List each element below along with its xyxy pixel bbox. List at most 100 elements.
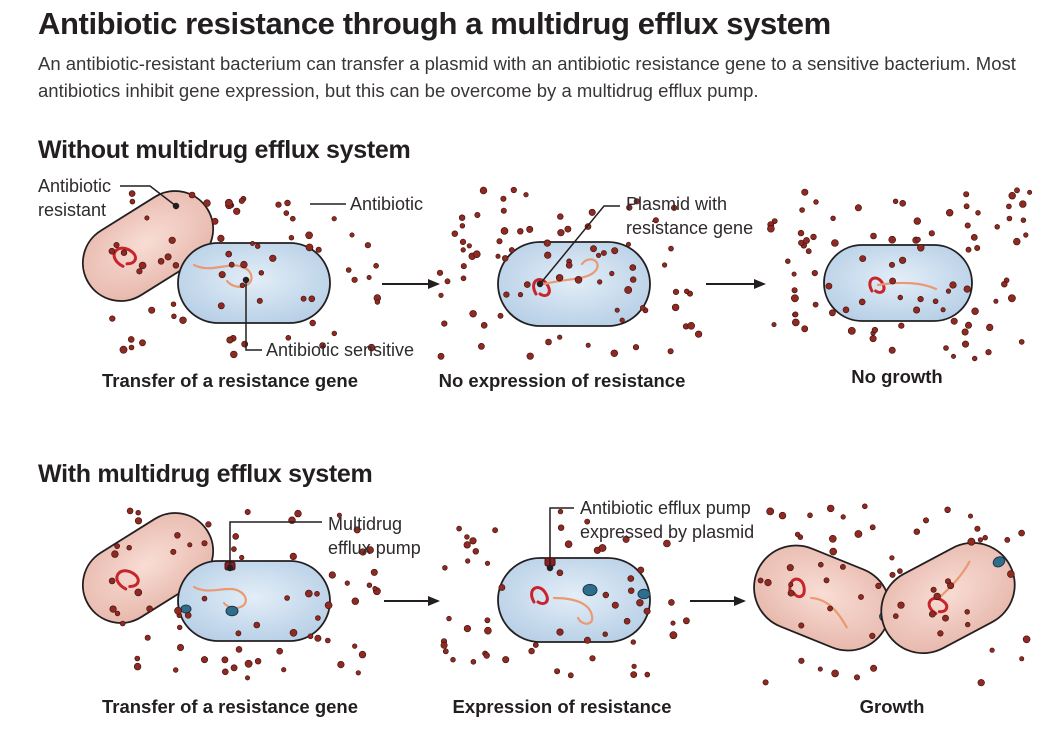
antibiotic-dot: [964, 222, 971, 229]
antibiotic-dot: [853, 674, 860, 681]
antibiotic-dot: [500, 195, 507, 202]
antibiotic-dot: [128, 344, 135, 351]
plasmid-row2-2: [530, 586, 549, 606]
antibiotic-dot: [351, 597, 359, 605]
antibiotic-dot: [557, 524, 565, 531]
antibiotic-dot: [355, 670, 361, 676]
antibiotic-dot: [794, 531, 801, 538]
sensitive-cell-row1-1: [177, 242, 331, 324]
resistant-cell-row1: [81, 190, 215, 302]
antibiotic-dot: [500, 207, 507, 214]
antibiotic-dot: [807, 512, 813, 519]
caption-row1-no-growth: No growth: [851, 366, 943, 387]
antibiotic-dot: [1008, 192, 1016, 200]
antibiotic-dot: [111, 550, 119, 558]
antibiotic-dot: [757, 577, 764, 584]
antibiotic-dot: [875, 582, 882, 590]
antibiotic-dot: [639, 304, 646, 311]
antibiotic-dot: [523, 281, 531, 288]
antibiotic-dot: [469, 310, 477, 318]
antibiotic-dot: [1004, 537, 1011, 543]
antibiotic-dot: [241, 340, 249, 348]
antibiotic-dot: [179, 316, 187, 324]
antibiotic-dot: [771, 218, 778, 224]
antibiotic-dot: [460, 247, 466, 253]
antibiotic-dot: [950, 353, 956, 359]
antibiotic-dot: [993, 298, 999, 304]
antibiotic-dot: [129, 198, 136, 205]
antibiotic-dot: [943, 345, 949, 351]
antibiotic-dot: [888, 346, 896, 354]
antibiotic-dot: [1006, 215, 1013, 222]
antibiotic-dot: [787, 589, 795, 597]
antibiotic-dot: [177, 624, 183, 631]
antibiotic-dot: [945, 288, 952, 294]
antibiotic-dot: [319, 342, 326, 349]
antibiotic-dot: [633, 198, 640, 205]
leader-efflux-pump-expressed: [549, 507, 574, 568]
antibiotic-dot: [374, 299, 381, 305]
antibiotic-dot: [813, 199, 819, 205]
antibiotic-dot: [496, 238, 503, 245]
antibiotic-dot: [288, 235, 295, 241]
antibiotic-dot: [565, 261, 573, 269]
antibiotic-dot: [831, 239, 839, 247]
antibiotic-dot: [672, 288, 680, 296]
antibiotic-dot: [205, 521, 212, 528]
antibiotic-dot: [842, 306, 850, 314]
antibiotic-dot: [871, 326, 879, 334]
antibiotic-dot: [766, 507, 775, 516]
leader-antibiotic-resistant: [120, 185, 177, 207]
antibiotic-dot: [359, 548, 367, 556]
antibiotic-dot: [994, 224, 1000, 230]
antibiotic-dot: [285, 334, 292, 341]
antibiotic-dot: [913, 306, 921, 314]
antibiotic-dot: [114, 610, 121, 617]
antibiotic-dot: [637, 566, 645, 574]
antibiotic-dot: [284, 595, 290, 601]
sensitive-cell-row1-2: [497, 241, 651, 327]
antibiotic-dot: [829, 547, 838, 556]
antibiotic-dot: [300, 295, 307, 302]
sensitive-cell-row2-2: [497, 557, 651, 643]
antibiotic-dot: [328, 571, 336, 579]
antibiotic-dot: [364, 242, 372, 249]
antibiotic-dot: [331, 216, 337, 222]
antibiotic-dot: [897, 568, 903, 574]
antibiotic-dot: [965, 246, 972, 253]
antibiotic-dot: [109, 605, 117, 613]
plasmid-dna-row2-2: [552, 596, 594, 625]
antibiotic-dot: [828, 534, 837, 543]
antibiotic-dot: [917, 244, 925, 252]
antibiotic-dot: [831, 669, 839, 678]
antibiotic-dot: [168, 236, 176, 244]
figure-subtitle: An antibiotic-resistant bacterium can tr…: [38, 53, 1016, 101]
antibiotic-dot: [827, 605, 833, 612]
antibiotic-dot: [174, 606, 182, 615]
antibiotic-dot: [767, 224, 775, 233]
antibiotic-dot: [964, 321, 972, 329]
antibiotic-dot: [854, 530, 863, 538]
antibiotic-dot: [437, 352, 445, 360]
antibiotic-dot: [283, 210, 290, 216]
antibiotic-dot: [811, 270, 818, 277]
antibiotic-dot: [545, 338, 552, 346]
antibiotic-dot: [517, 228, 524, 235]
antibiotic-dot: [502, 656, 510, 664]
antibiotic-dot: [817, 561, 824, 568]
label-plasmid: Plasmid with resistance gene: [626, 194, 754, 238]
antibiotic-dot: [113, 242, 120, 249]
antibiotic-dot: [465, 558, 471, 564]
antibiotic-dot: [611, 601, 619, 609]
antibiotic-dot: [484, 626, 492, 635]
plasmid-dna-row1-1: [192, 263, 253, 288]
antibiotic-dot: [974, 525, 981, 532]
antibiotic-dot: [276, 647, 284, 655]
antibiotic-dot: [225, 250, 232, 258]
antibiotic-dot: [144, 634, 151, 641]
antibiotic-dot: [526, 352, 534, 360]
antibiotic-dot: [239, 282, 246, 288]
antibiotic-dot: [889, 277, 896, 285]
antibiotic-dot: [119, 345, 128, 354]
